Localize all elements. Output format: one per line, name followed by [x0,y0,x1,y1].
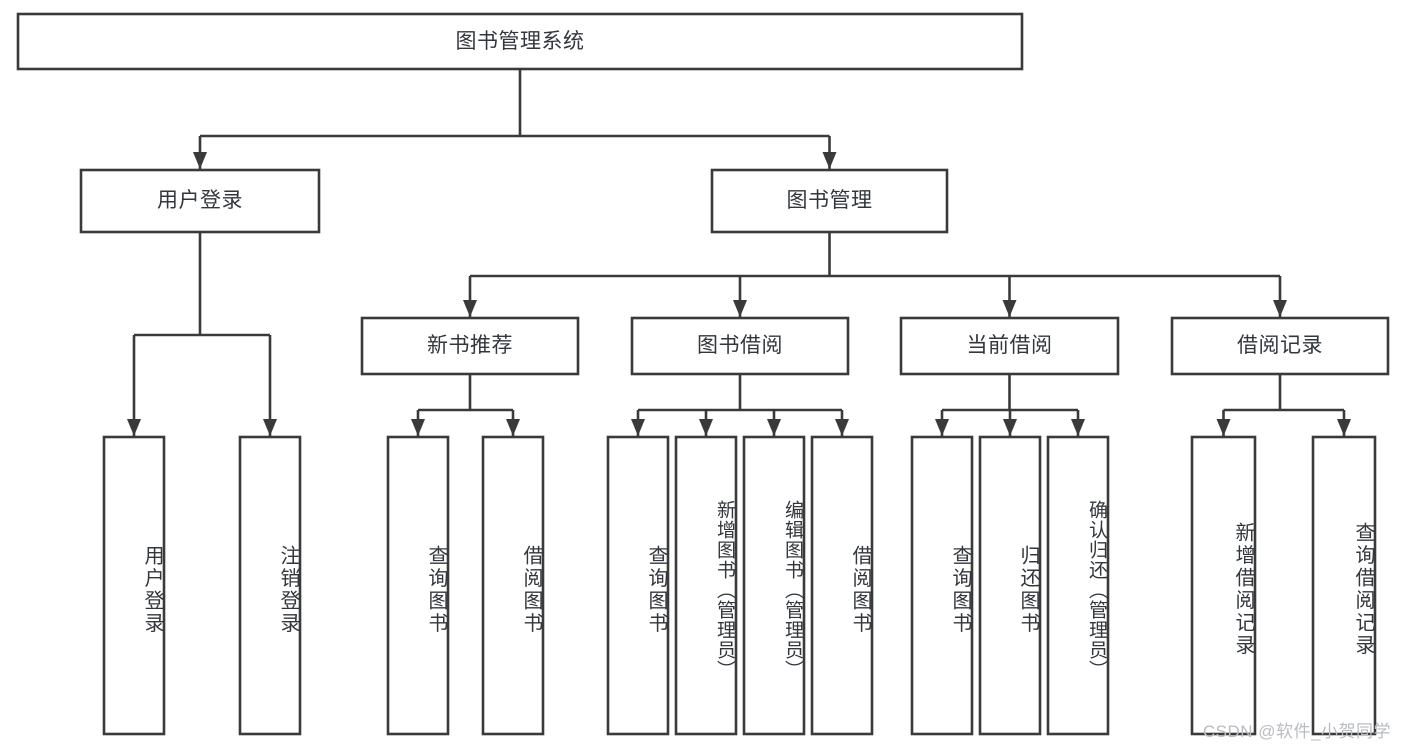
node-box-book-manage[interactable] [710,168,949,234]
arrow-head-icon [1003,419,1017,436]
node-box-leaf-edit-book[interactable] [742,435,806,736]
node-box-leaf-add-record[interactable] [1190,435,1257,736]
arrow-head-icon [1002,300,1017,317]
arrow-head-icon [767,419,781,436]
arrow-head-icon [822,152,837,169]
node-box-leaf-confirm-return[interactable] [1046,435,1110,736]
node-box-user-login[interactable] [79,168,321,234]
arrow-head-icon [127,419,141,436]
arrow-head-icon [1273,300,1287,317]
node-box-leaf-borrow-book-2[interactable] [810,435,874,736]
node-box-book-borrow[interactable] [630,316,850,376]
node-box-leaf-query-book-3[interactable] [910,435,974,736]
node-box-new-book-recommend[interactable] [360,316,580,376]
arrow-head-icon [1071,419,1085,436]
connector-layer [127,69,1351,436]
node-box-leaf-add-book[interactable] [674,435,738,736]
node-box-leaf-user-login[interactable] [102,435,166,736]
node-box-leaf-query-record[interactable] [1311,435,1377,736]
arrow-head-icon [193,152,207,169]
arrow-head-icon [631,419,645,436]
node-box-layer [16,12,1390,736]
node-box-leaf-borrow-book-1[interactable] [481,435,545,736]
arrow-head-icon [935,419,949,436]
node-box-root[interactable] [16,12,1024,71]
watermark-text: CSDN @软件_小贺同学 [1202,722,1391,741]
node-box-leaf-logout[interactable] [238,435,302,736]
arrow-head-icon [411,419,425,436]
arrow-head-icon [1216,419,1231,436]
node-box-leaf-query-book-2[interactable] [606,435,670,736]
arrow-head-icon [699,419,713,436]
node-box-leaf-return-book[interactable] [978,435,1042,736]
node-box-current-borrow[interactable] [899,316,1120,376]
arrow-head-icon [263,419,277,436]
arrow-head-icon [463,300,477,317]
arrow-head-icon [1337,419,1351,436]
node-box-borrow-record[interactable] [1170,316,1390,376]
arrow-head-icon [835,419,849,436]
arrow-head-icon [733,300,747,317]
arrow-head-icon [506,419,520,436]
node-box-leaf-query-book-1[interactable] [386,435,450,736]
